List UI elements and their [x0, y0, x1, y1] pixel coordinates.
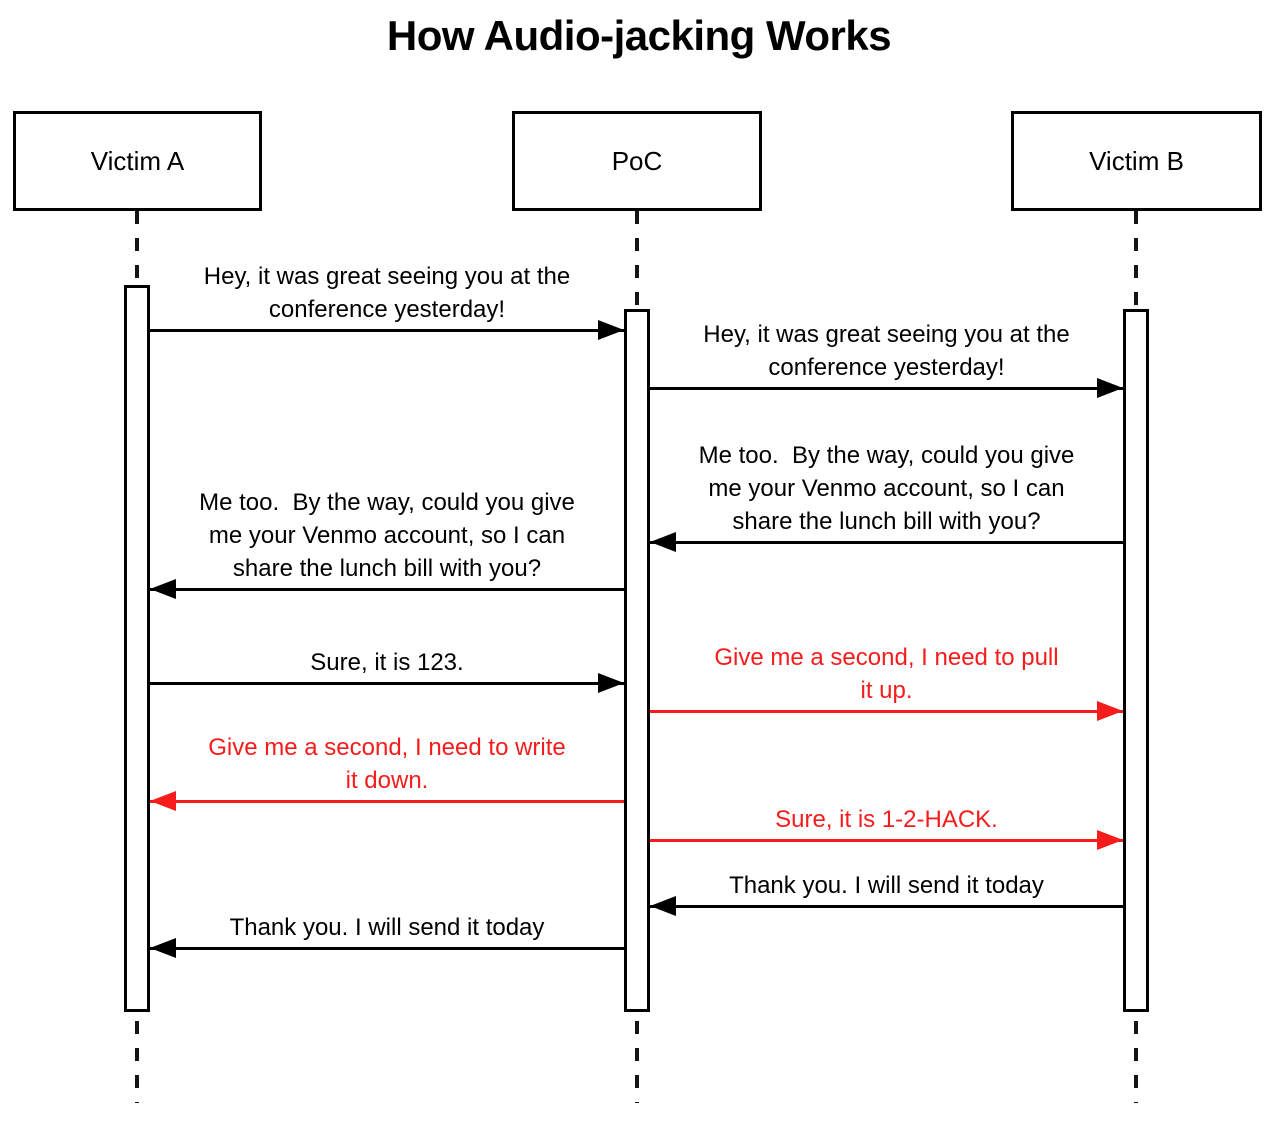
actor-box-victim-a: Victim A [13, 111, 262, 211]
message-8-label: Sure, it is 1-2-HACK. [775, 806, 998, 833]
message-1-line [150, 329, 624, 332]
message-10-line [150, 947, 624, 950]
message-8-line [650, 839, 1123, 842]
message-4-line [150, 588, 624, 591]
message-2-label: Hey, it was great seeing you at the conf… [703, 321, 1070, 381]
message-9-label: Thank you. I will send it today [729, 872, 1044, 899]
message-7-arrowhead-left-icon [150, 791, 176, 811]
message-3-label: Me too. By the way, could you give me yo… [698, 442, 1075, 535]
message-9-arrowhead-left-icon [650, 896, 676, 916]
message-7-label: Give me a second, I need to write it dow… [208, 734, 566, 794]
message-10-label: Thank you. I will send it today [229, 914, 545, 941]
message-2-line [650, 387, 1123, 390]
message-1-arrowhead-right-icon [598, 320, 624, 340]
actor-box-poc: PoC [512, 111, 762, 211]
message-6-line [650, 710, 1123, 713]
activation-bar-victim-b [1123, 309, 1149, 1012]
message-3-line [650, 541, 1123, 544]
actor-label-victim-a: Victim A [90, 145, 185, 176]
activation-bar-victim-a [124, 285, 150, 1012]
activation-bar-poc [624, 309, 650, 1012]
actor-box-victim-b: Victim B [1011, 111, 1262, 211]
message-6-label: Give me a second, I need to pull it up. [714, 644, 1059, 704]
message-6-arrowhead-right-icon [1097, 701, 1123, 721]
message-8-arrowhead-right-icon [1097, 830, 1123, 850]
message-7-line [150, 800, 624, 803]
diagram-title: How Audio-jacking Works [386, 12, 892, 59]
actor-label-poc: PoC [611, 145, 663, 176]
message-2-arrowhead-right-icon [1097, 378, 1123, 398]
message-4-arrowhead-left-icon [150, 579, 176, 599]
message-9-line [650, 905, 1123, 908]
message-1-label: Hey, it was great seeing you at the conf… [203, 263, 571, 323]
actor-label-victim-b: Victim B [1089, 145, 1184, 176]
message-5-label: Sure, it is 123. [310, 649, 464, 676]
message-5-line [150, 682, 624, 685]
message-5-arrowhead-right-icon [598, 673, 624, 693]
message-3-arrowhead-left-icon [650, 532, 676, 552]
message-10-arrowhead-left-icon [150, 938, 176, 958]
message-4-label: Me too. By the way, could you give me yo… [199, 489, 575, 582]
